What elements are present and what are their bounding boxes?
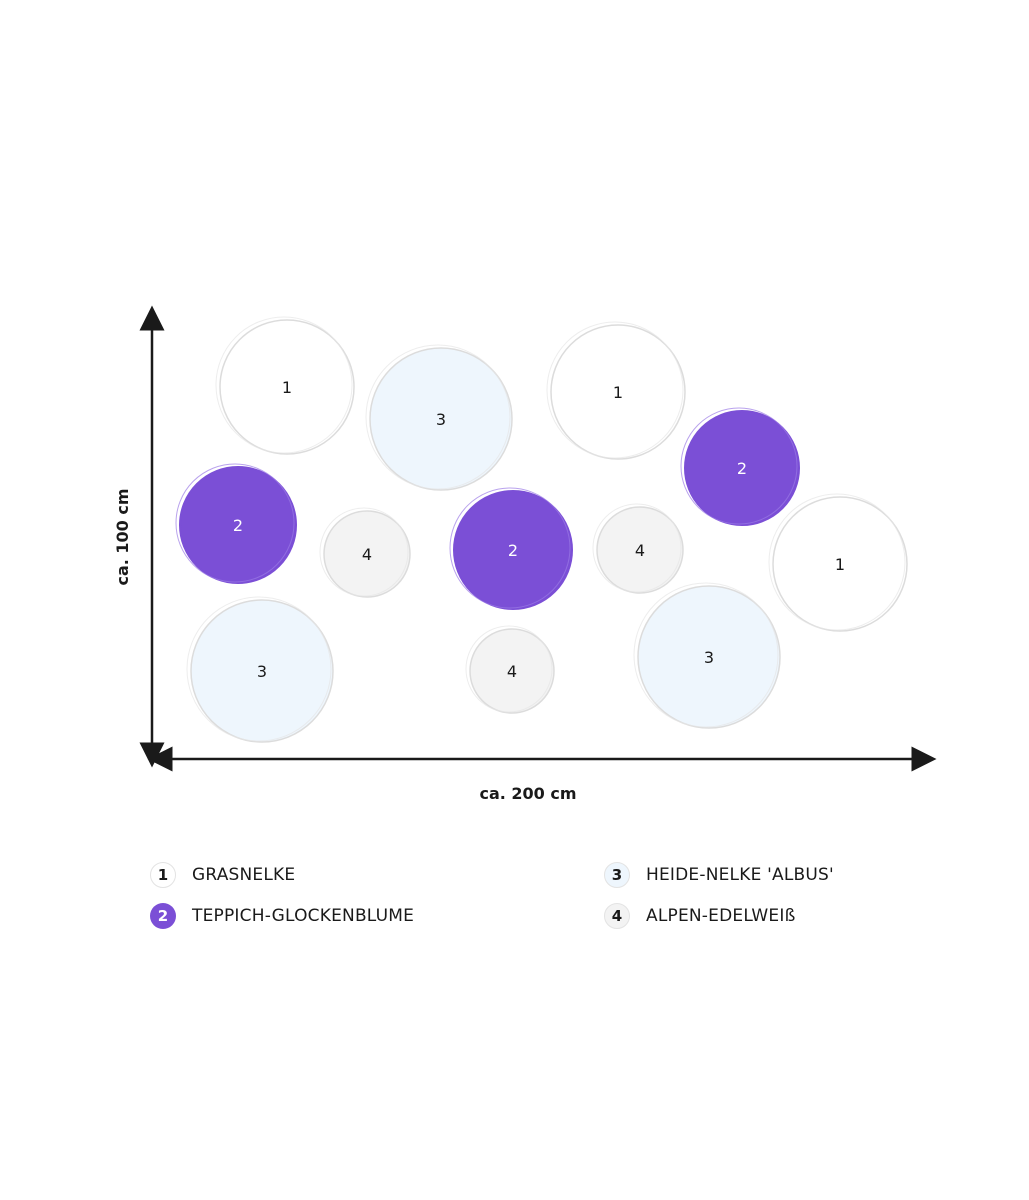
plant-brush-outline — [465, 625, 553, 713]
plant-brush-outline — [215, 316, 353, 454]
plant-brush-outline — [592, 503, 682, 593]
plant-brush-outline — [546, 321, 684, 459]
plant-number-label: 1 — [613, 383, 623, 402]
legend-label-4: ALPEN-EDELWEIß — [646, 906, 796, 926]
plant-circle — [323, 510, 411, 598]
plant-circle — [219, 319, 355, 455]
plants-layer: 1 3 1 2 2 4 2 4 1 3 4 3 — [175, 316, 908, 743]
plant-grasnelke: 1 — [215, 316, 355, 455]
legend-label-2: TEPPICH-GLOCKENBLUME — [192, 906, 415, 926]
legend-badge-4: 4 — [604, 903, 630, 929]
legend-label-3: HEIDE-NELKE 'ALBUS' — [646, 865, 834, 885]
plant-legend: 1 GRASNELKE 2 TEPPICH-GLOCKENBLUME 3 HEI… — [150, 858, 870, 938]
plant-number-label: 2 — [233, 516, 243, 535]
plant-alpen-edelweiss: 4 — [592, 503, 684, 594]
legend-badge-3: 3 — [604, 862, 630, 888]
plant-circle — [684, 410, 800, 526]
plant-circle — [190, 599, 334, 743]
plant-number-label: 2 — [737, 459, 747, 478]
plant-teppich-glockenblume: 2 — [175, 463, 297, 584]
plant-number-label: 3 — [704, 648, 714, 667]
plant-grasnelke: 1 — [546, 321, 686, 460]
plant-circle — [772, 496, 908, 632]
plant-circle — [596, 506, 684, 594]
plant-teppich-glockenblume: 2 — [449, 487, 573, 610]
legend-item-1: 1 GRASNELKE — [150, 860, 295, 890]
legend-badge-1: 1 — [150, 862, 176, 888]
plant-teppich-glockenblume: 2 — [680, 407, 800, 526]
plant-number-label: 2 — [508, 541, 518, 560]
plant-number-label: 3 — [257, 662, 267, 681]
plant-circle — [369, 347, 513, 491]
plant-grasnelke: 1 — [768, 493, 908, 632]
plant-heide-nelke: 3 — [633, 582, 781, 729]
plant-heide-nelke: 3 — [186, 596, 334, 743]
plant-number-label: 1 — [835, 555, 845, 574]
plant-number-label: 4 — [507, 662, 517, 681]
height-dimension-label: ca. 100 cm — [113, 488, 132, 585]
plant-brush-outline — [633, 582, 779, 728]
plant-circle — [550, 324, 686, 460]
plant-circle — [637, 585, 781, 729]
plant-number-label: 1 — [282, 378, 292, 397]
plant-number-label: 3 — [436, 410, 446, 429]
plant-number-label: 4 — [635, 541, 645, 560]
plant-circle — [469, 628, 555, 714]
plant-number-label: 4 — [362, 545, 372, 564]
legend-item-3: 3 HEIDE-NELKE 'ALBUS' — [604, 860, 834, 890]
plant-brush-outline — [175, 463, 295, 583]
plant-brush-outline — [365, 344, 511, 490]
plant-alpen-edelweiss: 4 — [319, 507, 411, 598]
legend-label-1: GRASNELKE — [192, 865, 296, 885]
plant-brush-outline — [768, 493, 906, 631]
plant-heide-nelke: 3 — [365, 344, 513, 491]
plant-brush-outline — [319, 507, 409, 597]
legend-item-2: 2 TEPPICH-GLOCKENBLUME — [150, 901, 414, 931]
legend-item-4: 4 ALPEN-EDELWEIß — [604, 901, 796, 931]
plant-brush-outline — [680, 407, 798, 525]
legend-badge-2: 2 — [150, 903, 176, 929]
plant-brush-outline — [449, 487, 571, 609]
plant-circle — [453, 490, 573, 610]
plant-brush-outline — [186, 596, 332, 742]
width-dimension-label: ca. 200 cm — [479, 784, 576, 803]
plant-circle — [179, 466, 297, 584]
plant-alpen-edelweiss: 4 — [465, 625, 555, 714]
